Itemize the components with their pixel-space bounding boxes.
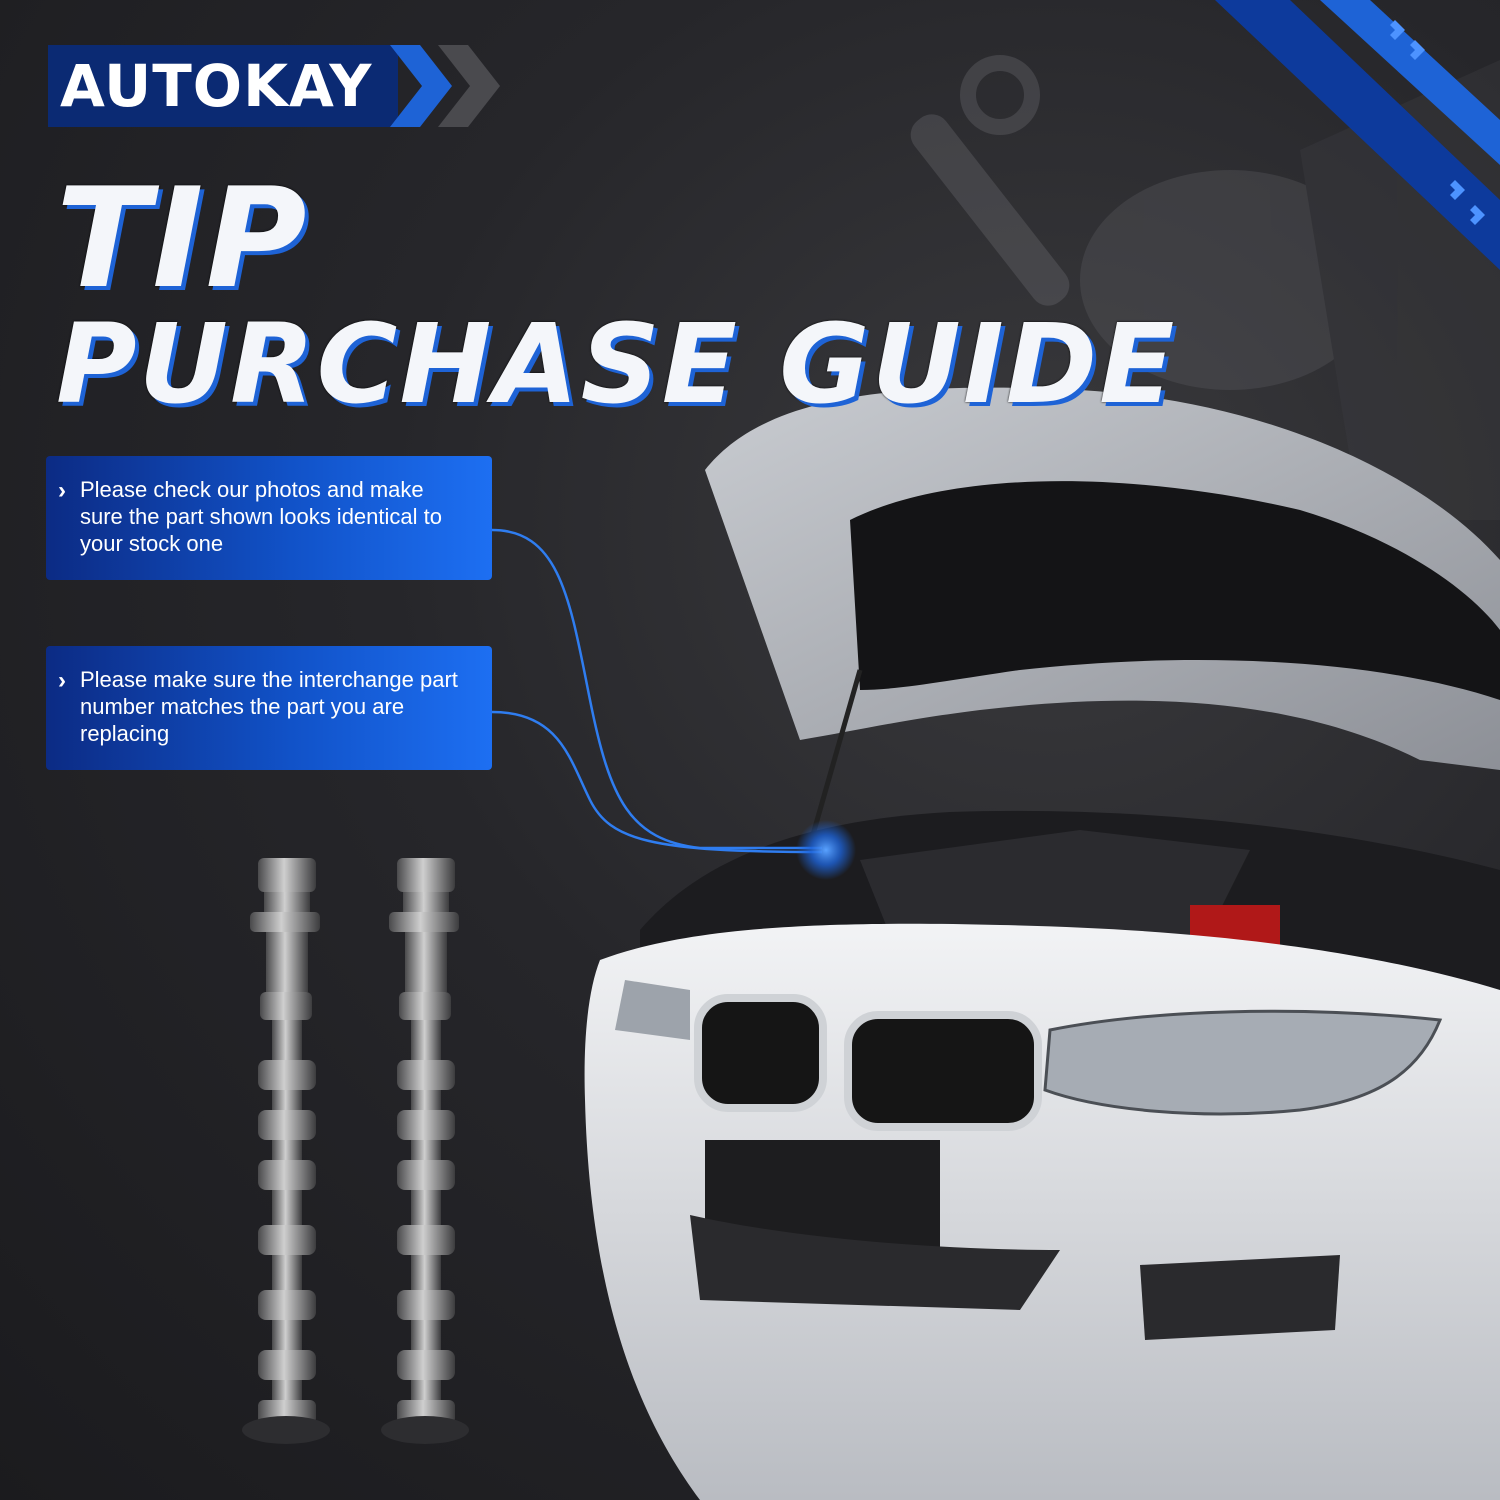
tip-card-check-photos: › Please check our photos and make sure … <box>46 456 492 580</box>
tip-card-part-number: › Please make sure the interchange part … <box>46 646 492 770</box>
chevron-right-icon: › <box>58 667 66 694</box>
tip-text: Please make sure the interchange part nu… <box>80 667 458 746</box>
brand-name: AUTOKAY <box>60 52 373 120</box>
tip-heading: TIP <box>56 158 309 319</box>
chevron-double-right-icon <box>390 45 520 127</box>
highlight-glow <box>796 820 856 880</box>
corner-stripes <box>1215 0 1500 270</box>
purchase-guide-heading: PURCHASE GUIDE <box>56 300 1177 428</box>
camshaft-left <box>242 858 330 1444</box>
brand-bar: AUTOKAY <box>48 45 520 127</box>
chevron-right-icon: › <box>58 477 66 504</box>
camshaft-right <box>381 858 469 1444</box>
brand-logo: AUTOKAY <box>48 45 399 127</box>
car-illustration <box>584 387 1500 1500</box>
tip-text: Please check our photos and make sure th… <box>80 477 442 556</box>
connector-lines <box>491 528 823 854</box>
